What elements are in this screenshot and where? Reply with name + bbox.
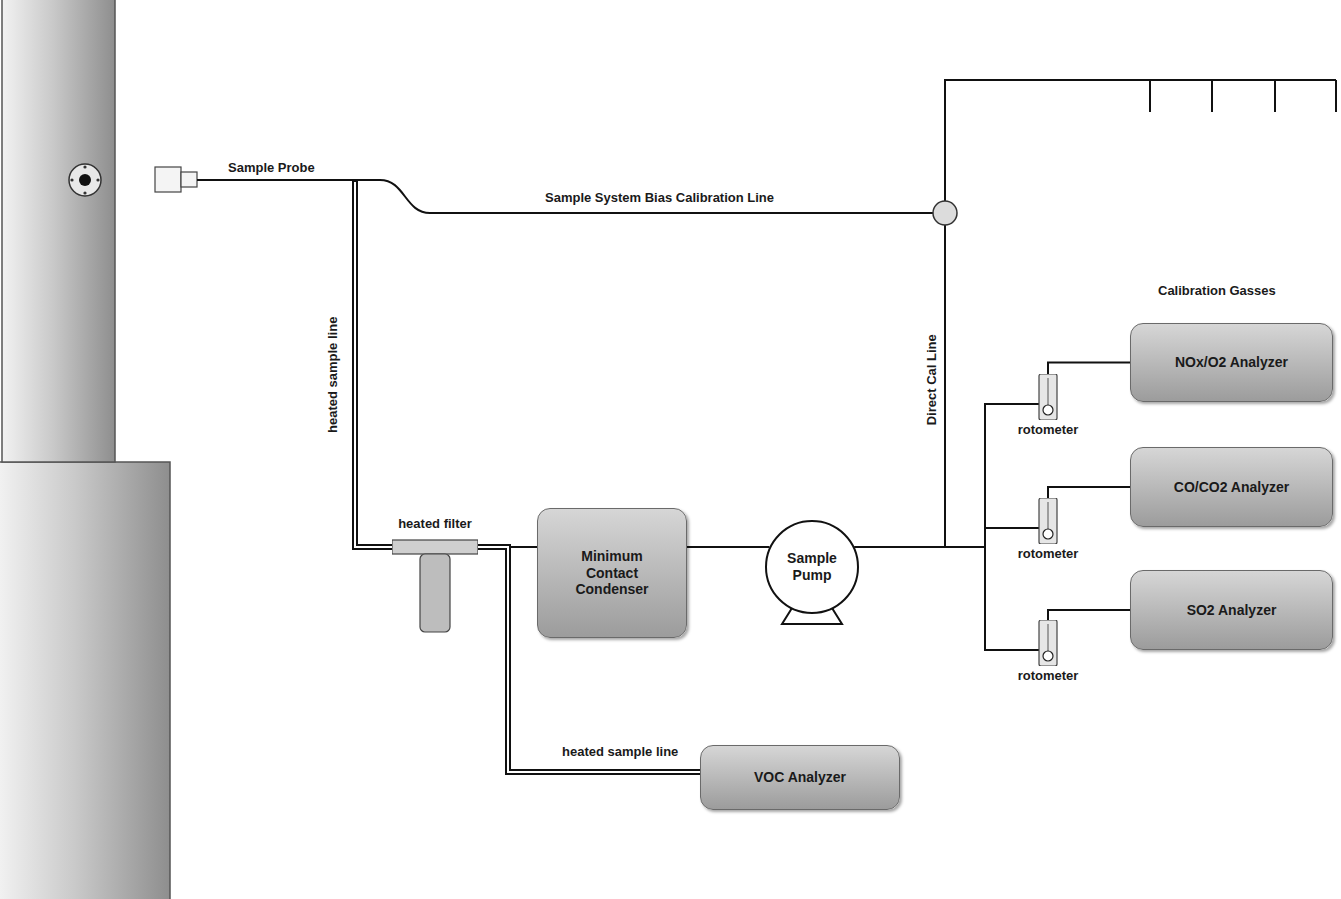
filter-symbol	[392, 532, 478, 636]
node-text: SO2 Analyzer	[1187, 602, 1277, 619]
line-label: Direct Cal Line	[923, 334, 939, 425]
edge-label: heated sample line	[562, 744, 678, 760]
line-path	[687, 546, 769, 548]
stack	[0, 0, 170, 899]
gas-line	[1048, 610, 1130, 620]
gas-line	[1048, 487, 1130, 498]
node-text: heated filter	[392, 500, 478, 532]
node-text: rotometer	[998, 546, 1098, 562]
node-text: CO/CO2 Analyzer	[1174, 479, 1289, 496]
rotometer-symbol	[1008, 498, 1088, 544]
node-text: Minimum Contact Condenser	[566, 548, 658, 598]
heated-sample-line	[355, 180, 392, 547]
line-path	[1048, 363, 1130, 375]
node-text: rotometer	[998, 668, 1098, 684]
line-label: Sample System Bias Calibration Line	[545, 190, 774, 206]
line-label: heated sample line	[325, 317, 341, 433]
pump-circle: Sample Pump	[765, 520, 859, 614]
rotometer: rotometer	[1008, 620, 1088, 684]
node-text: VOC Analyzer	[754, 769, 846, 786]
line-path	[855, 404, 1039, 547]
analyzer-box: NOx/O2 Analyzer	[1130, 323, 1333, 402]
node-text: rotometer	[998, 422, 1098, 438]
rotometer: rotometer	[1008, 498, 1088, 562]
analyzer-box: VOC Analyzer	[700, 745, 900, 810]
condenser-box: Minimum Contact Condenser	[537, 508, 687, 638]
rotometer: rotometer	[1008, 374, 1088, 438]
node-text: Sample Pump	[781, 550, 843, 584]
line-path	[855, 547, 1039, 650]
line-path	[855, 528, 1039, 547]
line-label: Calibration Gasses	[1158, 283, 1276, 299]
valve	[933, 201, 957, 225]
rotometer-symbol	[1008, 374, 1088, 420]
node-text: NOx/O2 Analyzer	[1175, 354, 1288, 371]
gas-line	[855, 528, 1039, 547]
analyzer-box: CO/CO2 Analyzer	[1130, 447, 1333, 527]
calibration-manifold	[945, 80, 1336, 547]
heated-filter: heated filter	[392, 500, 478, 636]
line-path	[1048, 610, 1130, 620]
rotometer-symbol	[1008, 620, 1088, 666]
gas-line	[855, 547, 1039, 650]
gas-line	[855, 404, 1039, 547]
line-label: Sample Probe	[228, 160, 315, 176]
gas-line	[687, 547, 769, 548]
line-path	[1048, 487, 1130, 498]
analyzer-box: SO2 Analyzer	[1130, 570, 1333, 650]
gas-line	[1048, 363, 1130, 375]
